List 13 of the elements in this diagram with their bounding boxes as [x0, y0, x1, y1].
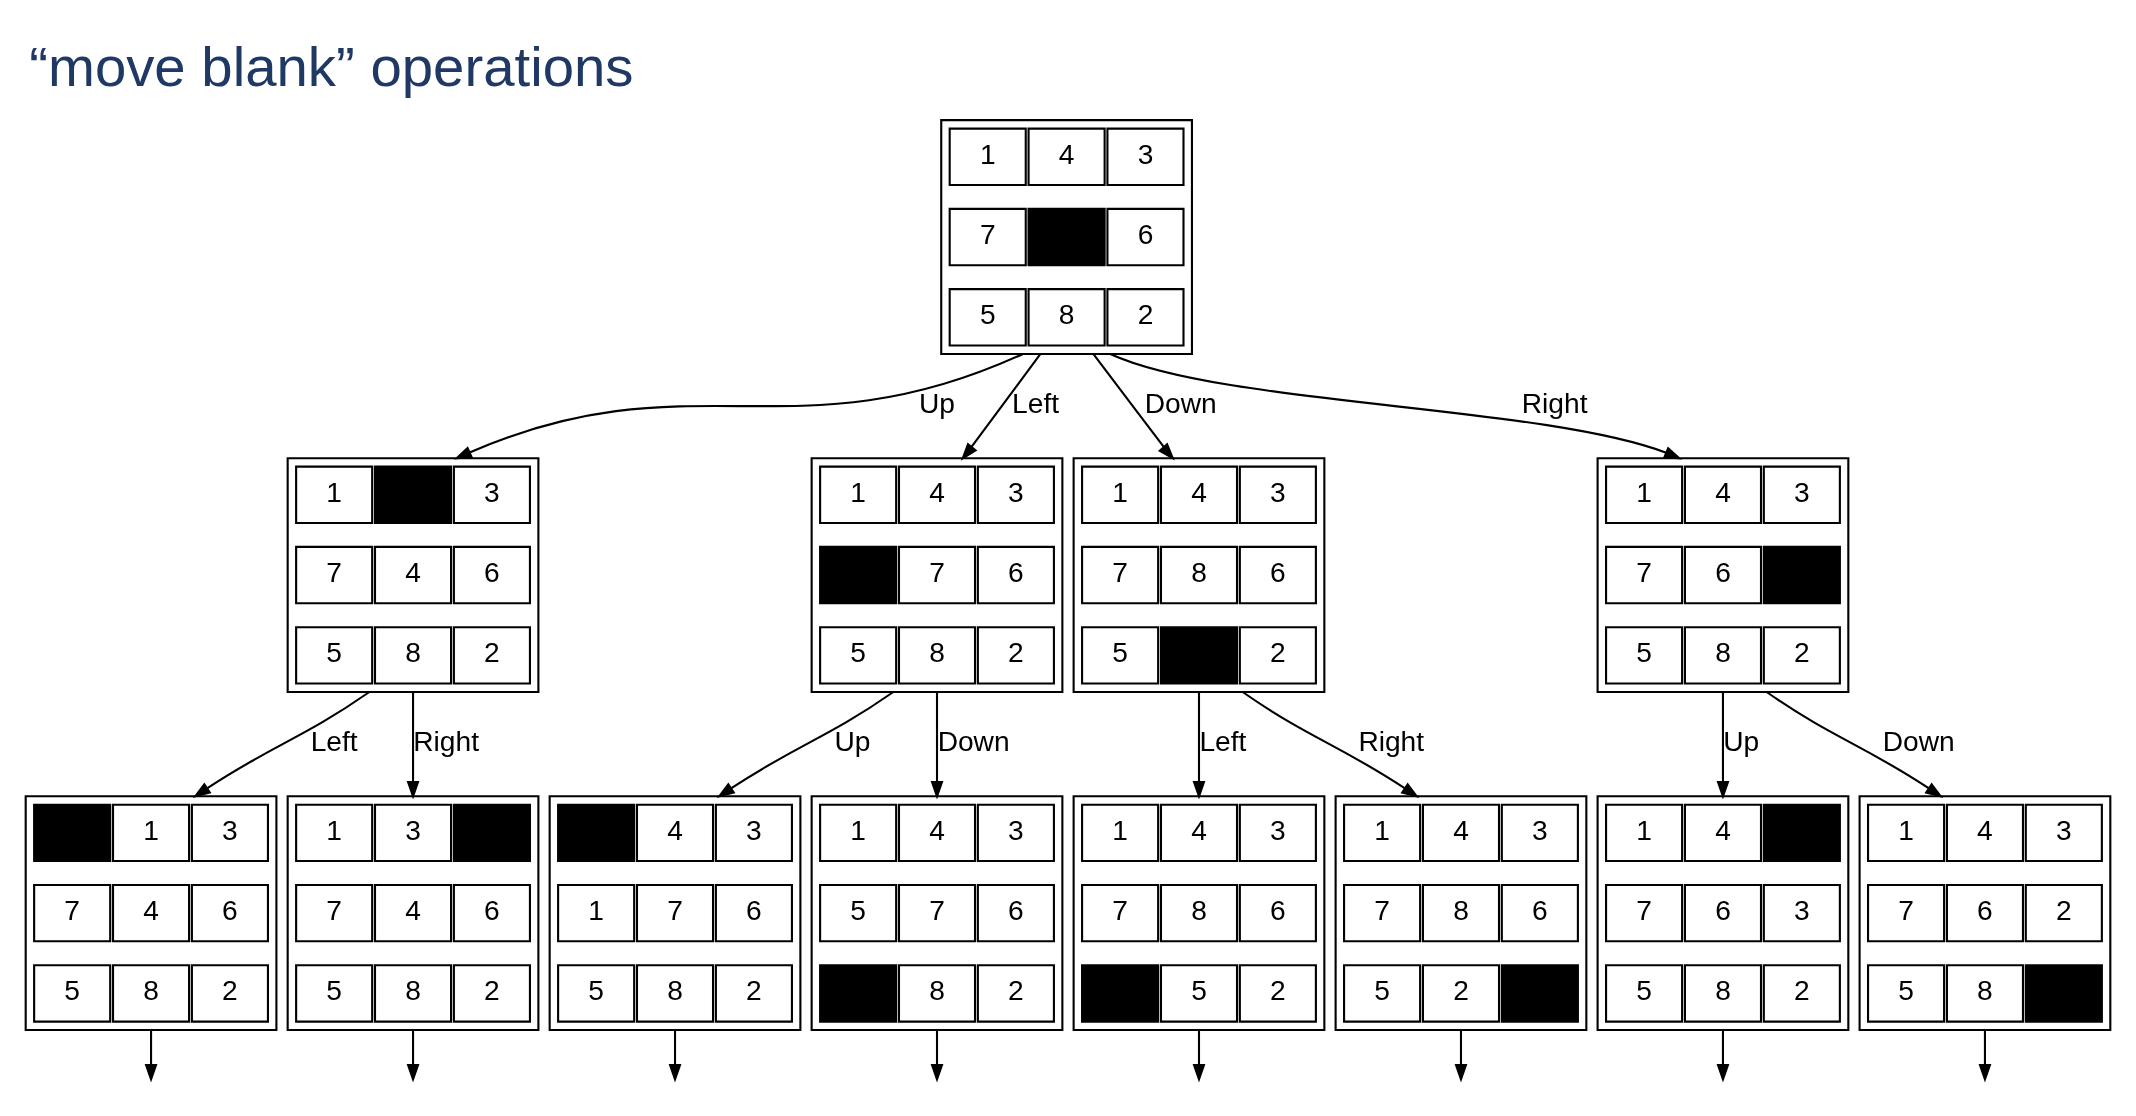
edge-label: Down [1144, 387, 1217, 420]
edge-label: Right [413, 725, 479, 758]
edge-label: Left [1199, 725, 1247, 758]
edge-label: Up [834, 725, 871, 758]
edge-label: Down [1882, 725, 1955, 758]
edge-label: Right [1521, 387, 1588, 420]
edge-label: Left [310, 725, 358, 758]
diagram-title: “move blank” operations [29, 35, 634, 99]
edge-label: Down [937, 725, 1010, 758]
edge-label: Left [1012, 387, 1060, 420]
edge-label: Up [1723, 725, 1760, 758]
edge-label: Up [919, 387, 956, 420]
edge-label: Right [1358, 725, 1425, 758]
